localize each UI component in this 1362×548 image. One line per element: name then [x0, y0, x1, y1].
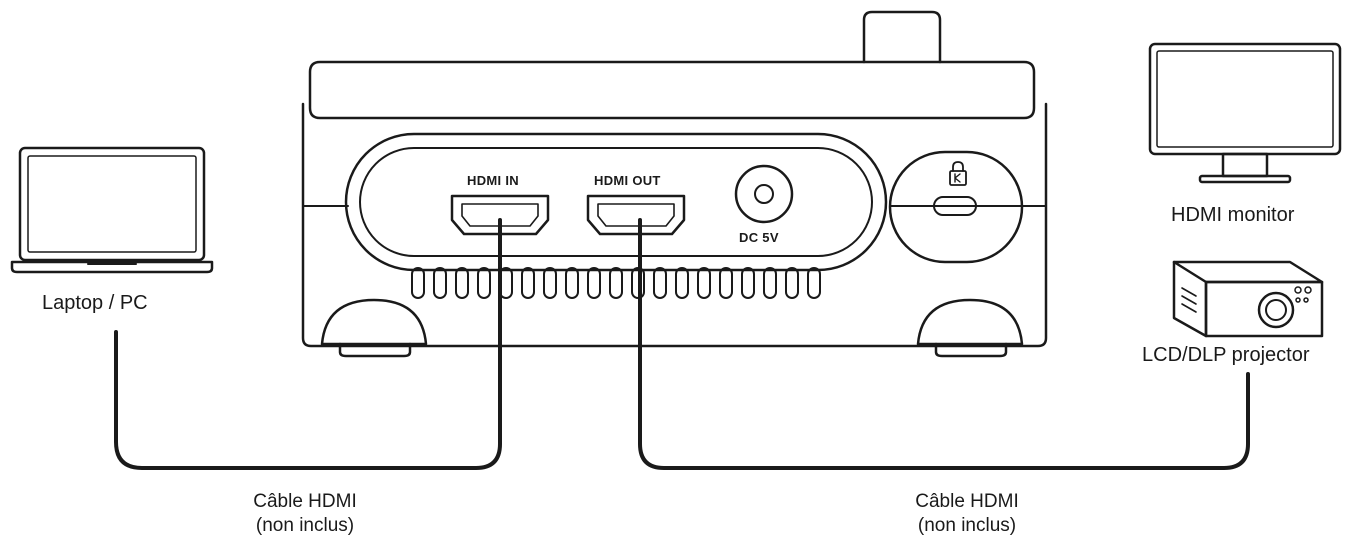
cable-right-line1: Câble HDMI — [915, 491, 1019, 512]
vent-slots — [411, 267, 821, 299]
document-camera-icon — [301, 10, 1048, 358]
hdmi-out-port — [586, 194, 686, 236]
cable-left-label: Câble HDMI (non inclus) — [230, 490, 380, 538]
monitor-label: HDMI monitor — [1171, 204, 1295, 226]
hdmi-in-label: HDMI IN — [467, 173, 519, 188]
dc-power-port — [734, 164, 794, 224]
laptop-label: Laptop / PC — [42, 292, 148, 314]
feet — [320, 298, 1024, 358]
laptop-icon — [10, 146, 214, 274]
dc-label: DC 5V — [739, 230, 779, 245]
kensington-lock-icon — [949, 161, 967, 186]
cable-left-line2: (non inclus) — [255, 515, 355, 536]
hdmi-cable-right — [638, 218, 1250, 470]
monitor-icon — [1148, 42, 1342, 184]
cable-right-label: Câble HDMI (non inclus) — [892, 490, 1042, 538]
hdmi-out-label: HDMI OUT — [594, 173, 661, 188]
cable-right-line2: (non inclus) — [917, 515, 1017, 536]
cable-left-line1: Câble HDMI — [253, 491, 357, 512]
projector-icon — [1172, 260, 1324, 338]
hdmi-in-port — [450, 194, 550, 236]
projector-label: LCD/DLP projector — [1142, 344, 1310, 366]
hdmi-cable-left — [114, 218, 502, 470]
